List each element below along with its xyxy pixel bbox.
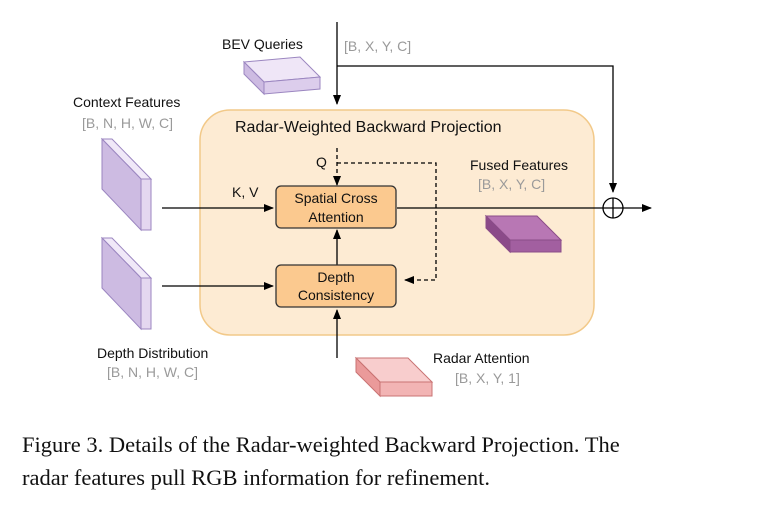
depth-distribution-label: Depth Distribution: [97, 345, 208, 361]
context-features-label: Context Features: [73, 94, 180, 110]
radar-attention-block: [354, 356, 434, 398]
depth-consistency-block: [275, 264, 397, 308]
sum-node: [602, 197, 624, 219]
depth-distribution-dims: [B, N, H, W, C]: [107, 364, 198, 380]
caption-line-1: Figure 3. Details of the Radar-weighted …: [22, 432, 620, 457]
fused-features-block: [484, 214, 563, 254]
fused-features-label: Fused Features: [470, 157, 568, 173]
bev-queries-dims: [B, X, Y, C]: [344, 38, 411, 54]
depth-distribution-block: [100, 236, 153, 331]
kv-label: K, V: [232, 184, 259, 200]
context-features-block: [100, 137, 153, 232]
context-features-dims: [B, N, H, W, C]: [82, 115, 173, 131]
figure-caption: Figure 3. Details of the Radar-weighted …: [22, 428, 752, 494]
bev-queries-label: BEV Queries: [222, 36, 303, 52]
depth-consistency-line2: Consistency: [298, 287, 374, 303]
radar-attention-dims: [B, X, Y, 1]: [455, 370, 520, 386]
spatial-cross-attention-block: [275, 185, 397, 229]
query-feedback-dashed: [337, 162, 437, 284]
depth-consistency-line1: Depth: [317, 269, 354, 285]
radar-attention-label: Radar Attention: [433, 350, 530, 366]
module-title: Radar-Weighted Backward Projection: [235, 119, 502, 136]
bev-residual-arrow: [337, 65, 617, 193]
fused-features-dims: [B, X, Y, C]: [478, 176, 545, 192]
spatial-cross-attention-line2: Attention: [308, 209, 363, 225]
caption-line-2: radar features pull RGB information for …: [22, 465, 490, 490]
q-label: Q: [316, 154, 327, 170]
bev-queries-block: [242, 56, 322, 96]
spatial-cross-attention-line1: Spatial Cross: [294, 190, 377, 206]
